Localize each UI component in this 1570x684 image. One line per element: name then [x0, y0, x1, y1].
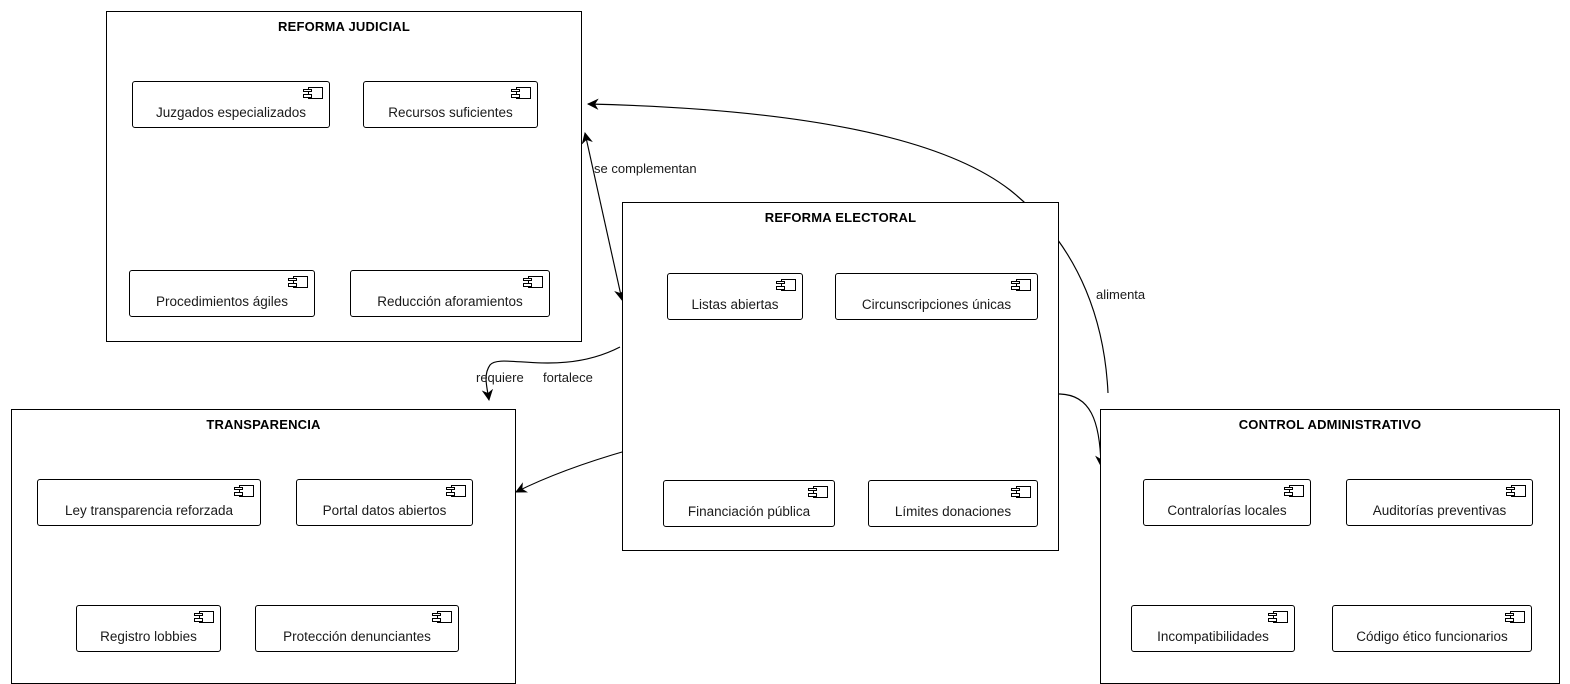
component-label: Protección denunciantes	[283, 629, 431, 644]
edge-label-alimenta: alimenta	[1096, 287, 1146, 302]
uml-component-icon	[1284, 485, 1304, 497]
edge-label-requiere: requiere	[476, 370, 524, 385]
component-box[interactable]: Circunscripciones únicas	[835, 273, 1038, 320]
component-box[interactable]: Contralorías locales	[1143, 479, 1311, 526]
package-control-administrativo[interactable]: CONTROL ADMINISTRATIVO Contralorías local…	[1100, 409, 1560, 684]
package-reforma-electoral[interactable]: REFORMA ELECTORAL Listas abiertas Circunsc…	[622, 202, 1059, 551]
component-box[interactable]: Financiación pública	[663, 480, 835, 527]
component-label: Portal datos abiertos	[322, 503, 447, 518]
uml-component-icon	[1011, 486, 1031, 498]
package-title: CONTROL ADMINISTRATIVO	[1238, 417, 1422, 432]
component-box[interactable]: Auditorías preventivas	[1346, 479, 1533, 526]
uml-component-icon	[808, 486, 828, 498]
component-label: Listas abiertas	[691, 297, 779, 312]
uml-component-icon	[1268, 611, 1288, 623]
component-label: Contralorías locales	[1167, 503, 1287, 518]
uml-component-icon	[1506, 485, 1526, 497]
component-label: Código ético funcionarios	[1356, 629, 1508, 644]
component-label: Recursos suficientes	[388, 105, 513, 120]
uml-component-icon	[288, 276, 308, 288]
package-title: REFORMA ELECTORAL	[764, 210, 917, 225]
uml-component-icon	[194, 611, 214, 623]
uml-component-icon	[432, 611, 452, 623]
component-box[interactable]: Código ético funcionarios	[1332, 605, 1532, 652]
uml-component-icon	[303, 87, 323, 99]
uml-component-icon	[446, 485, 466, 497]
component-box[interactable]: Ley transparencia reforzada	[37, 479, 261, 526]
package-title: TRANSPARENCIA	[206, 417, 321, 432]
component-box[interactable]: Incompatibilidades	[1131, 605, 1295, 652]
component-box[interactable]: Juzgados especializados	[132, 81, 330, 128]
edge-label-fortalece: fortalece	[543, 370, 593, 385]
component-box[interactable]: Procedimientos ágiles	[129, 270, 315, 317]
uml-component-icon	[776, 279, 796, 291]
component-box[interactable]: Recursos suficientes	[363, 81, 538, 128]
component-label: Juzgados especializados	[155, 105, 307, 120]
component-label: Procedimientos ágiles	[155, 294, 289, 309]
component-box[interactable]: Protección denunciantes	[255, 605, 459, 652]
component-label: Registro lobbies	[100, 629, 197, 644]
component-label: Incompatibilidades	[1157, 629, 1269, 644]
component-box[interactable]: Registro lobbies	[76, 605, 221, 652]
component-label: Circunscripciones únicas	[861, 297, 1012, 312]
package-title: REFORMA JUDICIAL	[278, 19, 410, 34]
uml-component-icon	[1011, 279, 1031, 291]
component-label: Auditorías preventivas	[1372, 503, 1507, 518]
package-transparencia[interactable]: TRANSPARENCIA Ley transparencia reforzada…	[11, 409, 516, 684]
component-label: Financiación pública	[687, 504, 811, 519]
edge-se-complementan[interactable]	[581, 131, 626, 302]
uml-component-icon	[234, 485, 254, 497]
component-label: Reducción aforamientos	[377, 294, 523, 309]
uml-component-icon	[1505, 611, 1525, 623]
uml-component-icon	[523, 276, 543, 288]
component-label: Límites donaciones	[894, 504, 1012, 519]
component-label: Ley transparencia reforzada	[64, 503, 234, 518]
edge-label-se-complementan: se complementan	[594, 161, 697, 176]
uml-component-icon	[511, 87, 531, 99]
component-box[interactable]: Límites donaciones	[868, 480, 1038, 527]
component-box[interactable]: Reducción aforamientos	[350, 270, 550, 317]
component-box[interactable]: Listas abiertas	[667, 273, 803, 320]
component-box[interactable]: Portal datos abiertos	[296, 479, 473, 526]
